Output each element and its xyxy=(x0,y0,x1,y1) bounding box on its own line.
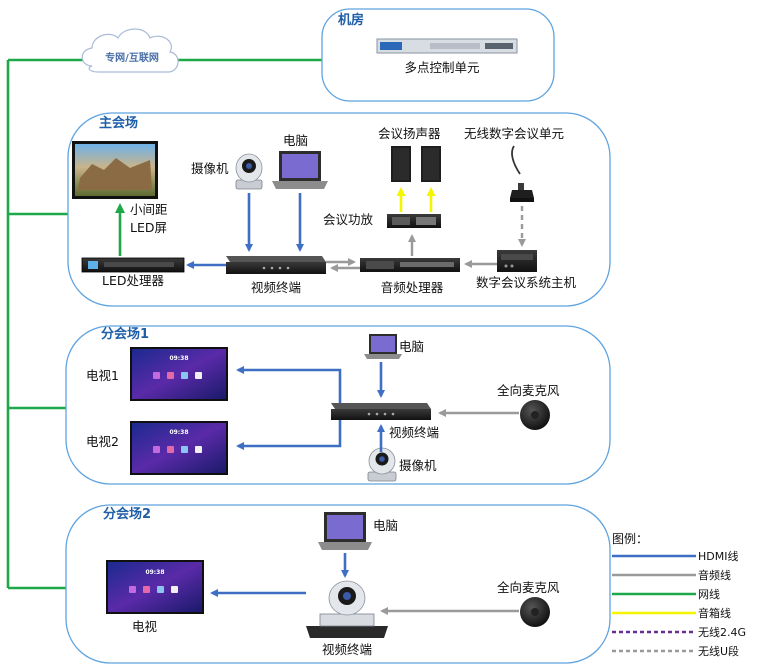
computer-icon xyxy=(272,151,328,189)
branch2-tv-icon: 09:38 xyxy=(106,560,204,614)
branch1-connections xyxy=(236,362,519,452)
speaker-right-icon xyxy=(421,146,441,182)
branch1-computer-icon xyxy=(364,334,402,359)
branch2-tv-label: 电视 xyxy=(132,619,158,634)
video-terminal-label: 视频终端 xyxy=(251,280,301,295)
branch1-camera-icon xyxy=(367,447,397,482)
zone-title-machine-room: 机房 xyxy=(338,12,364,28)
wireless-conference-unit-icon xyxy=(510,145,534,202)
tv1-icon: 09:38 xyxy=(130,347,228,401)
branch2-computer-label: 电脑 xyxy=(373,518,398,533)
branch2-tv-clock-text: 09:38 xyxy=(145,569,164,576)
branch2-connections xyxy=(210,553,519,615)
tv1-clock-text: 09:38 xyxy=(169,355,188,362)
branch1-video-terminal-icon xyxy=(331,403,431,420)
audio-processor-label: 音频处理器 xyxy=(381,280,444,295)
tv2-label: 电视2 xyxy=(86,434,119,449)
legend-label-5: 无线U段 xyxy=(698,644,739,658)
branch2-video-terminal-icon xyxy=(306,580,388,638)
zone-title-branch-1: 分会场1 xyxy=(101,326,149,342)
branch1-camera-label: 摄像机 xyxy=(399,458,437,473)
wireless-unit-label: 无线数字会议单元 xyxy=(464,126,564,141)
branch1-video-terminal-label: 视频终端 xyxy=(389,425,439,440)
legend-title: 图例： xyxy=(612,532,648,546)
camera-label: 摄像机 xyxy=(191,161,229,176)
conference-host-icon xyxy=(497,250,537,272)
led-screen-icon xyxy=(72,141,158,199)
zone-title-branch-2: 分会场2 xyxy=(103,506,151,522)
conference-host-label: 数字会议系统主机 xyxy=(476,275,577,290)
legend-label-2: 网线 xyxy=(698,587,720,601)
mcu-label: 多点控制单元 xyxy=(404,60,479,75)
tv1-label: 电视1 xyxy=(86,368,119,383)
branch2-video-terminal-label: 视频终端 xyxy=(322,642,372,657)
branch2-microphone-icon xyxy=(520,597,550,627)
zone-branch-1: 分会场1 09:38 电视1 09:38 电视2 xyxy=(65,325,611,485)
legend-label-3: 音箱线 xyxy=(698,606,731,620)
zone-branch-2: 分会场2 09:38 电视 电脑 视频终端 xyxy=(65,504,611,664)
legend-label-4: 无线2.4G xyxy=(698,625,746,639)
branch1-computer-label: 电脑 xyxy=(399,339,424,354)
legend-label-0: HDMI线 xyxy=(698,549,738,563)
zone-main-venue: 主会场 小间距 LED屏 LED处理器 摄像机 电 xyxy=(67,112,611,307)
amplifier-icon xyxy=(387,214,441,228)
tv2-icon: 09:38 xyxy=(130,421,228,475)
computer-label: 电脑 xyxy=(283,133,308,148)
branch1-microphone-label: 全向麦克风 xyxy=(497,383,560,398)
network-cloud: 专网/互联网 xyxy=(81,28,179,73)
audio-processor-icon xyxy=(360,258,460,272)
legend-label-1: 音频线 xyxy=(698,568,731,582)
zone-machine-room: 机房 多点控制单元 xyxy=(321,8,555,102)
led-screen-label-line1: 小间距 xyxy=(130,202,168,217)
cloud-label: 专网/互联网 xyxy=(105,51,159,64)
led-screen-label-line2: LED屏 xyxy=(130,220,167,235)
speaker-left-icon xyxy=(391,146,411,182)
branch2-computer-icon xyxy=(318,512,372,550)
camera-icon xyxy=(235,153,263,190)
video-terminal-icon xyxy=(226,256,326,274)
speakers-label: 会议扬声器 xyxy=(378,126,441,141)
tv2-clock-text: 09:38 xyxy=(169,429,188,436)
main-venue-connections xyxy=(115,187,526,272)
amplifier-label: 会议功放 xyxy=(323,212,374,227)
network-backbone xyxy=(6,58,328,590)
branch2-microphone-label: 全向麦克风 xyxy=(497,580,560,595)
mcu-icon xyxy=(376,38,518,54)
zone-title-main-venue: 主会场 xyxy=(99,115,138,131)
led-processor-icon xyxy=(81,257,185,273)
branch1-microphone-icon xyxy=(520,400,550,430)
led-processor-label: LED处理器 xyxy=(102,273,164,288)
